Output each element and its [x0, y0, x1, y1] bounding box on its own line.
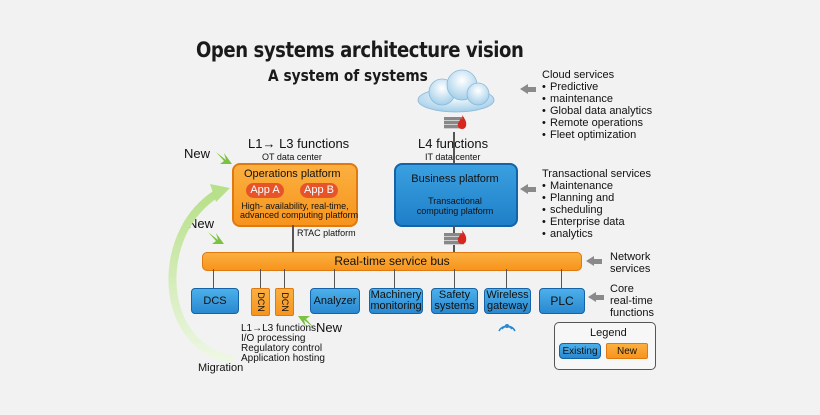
connector-line [334, 269, 335, 288]
transactional-service-item: Planning and [540, 192, 625, 204]
transactional-service-item-cont: analytics [540, 228, 625, 240]
connector-line [453, 245, 455, 252]
connector-line [213, 269, 214, 288]
new-label-1: New [184, 146, 211, 161]
l4-heading: L4 functions [418, 136, 489, 151]
cloud-services-heading: Cloud services [542, 69, 615, 81]
migration-label: Migration [198, 362, 244, 374]
connector-line [453, 132, 455, 163]
dcs-box: DCS [191, 288, 239, 314]
gray-arrow-icon [588, 292, 604, 302]
dcs-functions-list: L1→L3 functions I/O processing Regulator… [241, 324, 325, 364]
transactional-service-item: Enterprise data [540, 216, 625, 228]
legend-existing: Existing [559, 343, 601, 359]
connector-line [561, 269, 562, 288]
gray-arrow-icon [520, 84, 536, 94]
operations-platform-title: Operations platform [244, 168, 341, 180]
plc-box: PLC [539, 288, 585, 314]
transactional-service-item: Maintenance [540, 180, 625, 192]
cloud-service-item: Remote operations [540, 117, 652, 129]
it-data-center-label: IT data center [425, 152, 481, 162]
business-platform-title: Business platform [411, 173, 499, 185]
diagram-subtitle: A system of systems [268, 66, 428, 85]
connector-line [284, 269, 285, 288]
business-platform [394, 163, 518, 227]
business-platform-desc: Transactional computing platform [416, 196, 494, 216]
real-time-service-bus: Real-time service bus [202, 252, 582, 271]
gray-arrow-icon [520, 184, 536, 194]
transactional-services-heading: Transactional services [542, 168, 652, 180]
legend-title: Legend [590, 327, 627, 339]
dcs-function-item: Application hosting [241, 353, 325, 364]
connector-line [506, 269, 507, 288]
dcs-function-item: L1→L3 functions [241, 323, 317, 334]
app-a-badge: App A [246, 183, 284, 198]
dcs-function-item: I/O processing [241, 333, 306, 344]
green-arrow-icon [216, 152, 232, 164]
new-label-3: New [316, 320, 343, 335]
connector-line [454, 269, 455, 288]
green-arrow-icon [208, 232, 224, 244]
cloud-service-item-cont: maintenance [540, 93, 652, 105]
transactional-service-item-cont: scheduling [540, 204, 625, 216]
l1-l3-heading: L1→ L3 functions [248, 136, 350, 151]
rtac-platform-label: RTAC platform [297, 228, 356, 238]
network-services-label: Network services [610, 251, 651, 275]
cloud-service-item: Predictive [540, 81, 652, 93]
migration-arrow-icon [168, 184, 235, 364]
dcn-box-2: DCN [275, 288, 294, 316]
gray-arrow-icon [586, 256, 602, 266]
legend-new: New [606, 343, 648, 359]
analyzer-box: Analyzer [310, 288, 360, 314]
connector-line [260, 269, 261, 288]
connector-line [453, 225, 455, 233]
ot-data-center-label: OT data center [262, 152, 322, 162]
operations-platform-desc: High- availability, real-time, advanced … [240, 201, 359, 220]
dcs-function-item: Regulatory control [241, 343, 323, 354]
flame-icon-top [457, 115, 467, 129]
green-arrow-icon [298, 316, 314, 328]
cloud-services-list: Predictive maintenance Global data analy… [540, 81, 652, 141]
wireless-signal-icon [498, 324, 516, 332]
connector-line [292, 225, 294, 252]
diagram-title: Open systems architecture vision [196, 38, 524, 62]
core-functions-label: Core real-time functions [610, 283, 655, 319]
app-b-badge: App B [300, 183, 338, 198]
transactional-services-list: Maintenance Planning and scheduling Ente… [540, 180, 625, 240]
flame-icon-mid [457, 230, 467, 244]
cloud-icon [417, 69, 495, 113]
dcn-box-1: DCN [251, 288, 270, 316]
cloud-service-item: Fleet optimization [540, 129, 652, 141]
cloud-service-item: Global data analytics [540, 105, 652, 117]
connector-line [394, 269, 395, 288]
